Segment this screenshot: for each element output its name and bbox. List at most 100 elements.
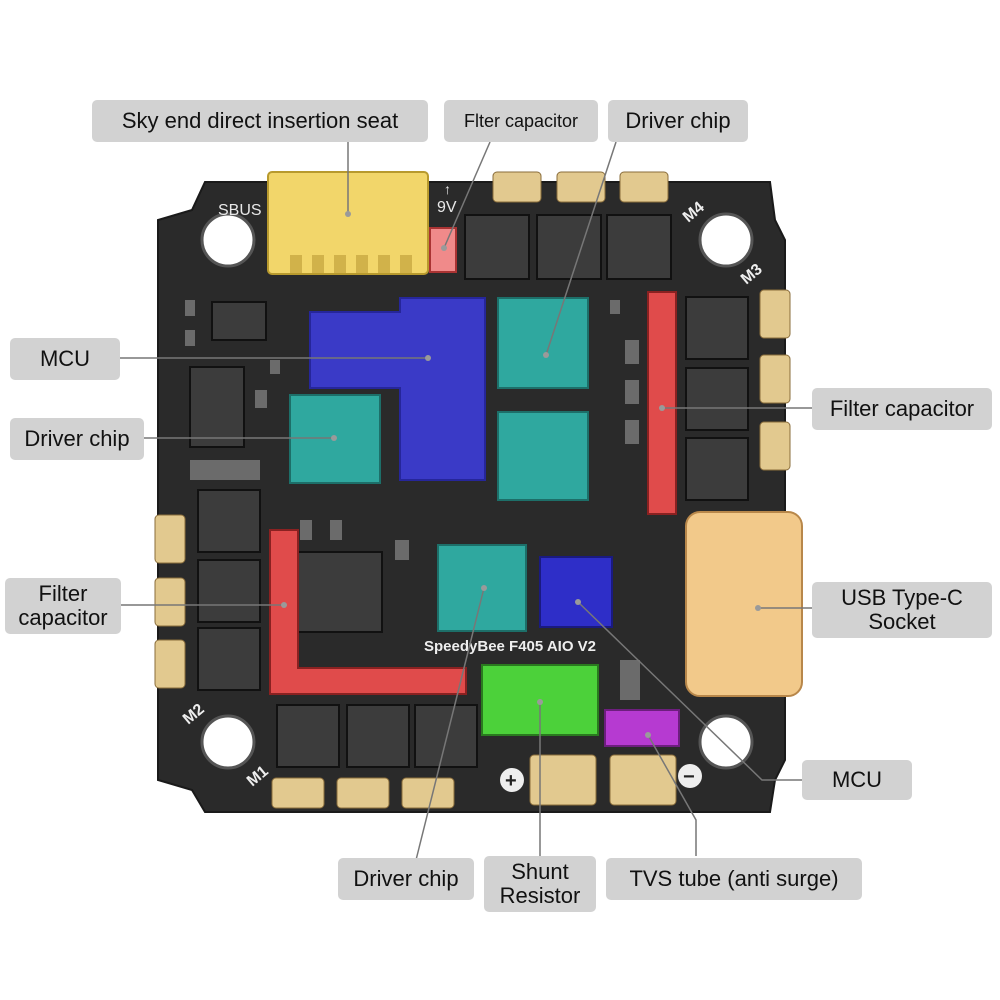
mounting-hole-top-right [698,212,754,268]
smd [620,660,640,700]
chip-black [297,551,383,633]
mosfet [685,296,749,360]
callout-driver-chip-top: Driver chip [608,100,748,142]
mounting-hole-top-left [200,212,256,268]
leader-dot [281,602,287,608]
tvs-tube [604,709,680,747]
leader-mcu-right [577,601,802,781]
leader-dot [543,352,549,358]
leader-tvs [647,734,697,856]
pad-bottom-3 [401,777,455,809]
smd [255,390,267,408]
mosfet [197,489,261,553]
mosfet [197,627,261,691]
pad-top-3 [619,171,669,203]
board-label-9v-arrow: ↑ [444,181,451,197]
callout-mcu-left: MCU [10,338,120,380]
callout-shunt-line1: Shunt [511,859,569,884]
pin [378,255,390,273]
header-pins [290,255,412,273]
leader-driver-bottom [415,587,485,861]
callout-driver-chip-bottom: Driver chip [338,858,474,900]
pad-right-2 [759,354,791,404]
mosfet [536,214,602,280]
leader-dot [481,585,487,591]
leader-dot [441,245,447,251]
leader-dot [331,435,337,441]
mcu-chip-small [539,556,613,628]
pad-bottom-2 [336,777,390,809]
smd [625,420,639,444]
mosfet [464,214,530,280]
callout-filter-capacitor-right: Filter capacitor [812,388,992,430]
mosfet [414,704,478,768]
callout-filter-capacitor-top: Flter capacitor [444,100,598,142]
usb-type-c-socket [685,511,803,697]
mosfet [276,704,340,768]
gold-pads [154,171,791,809]
pad-left-2 [154,577,186,627]
minus-symbol-circle [678,764,702,788]
leader-dot [659,405,665,411]
board-label-plus: + [505,770,517,792]
pad-power-plus [529,754,597,806]
plus-symbol-circle [500,768,524,792]
smd [610,300,620,314]
smd [185,330,195,346]
pad-left-3 [154,639,186,689]
mosfet [685,367,749,431]
pad-right-1 [759,289,791,339]
mounting-hole-bottom-right [698,714,754,770]
callout-shunt-line2: Resistor [499,883,581,908]
smd [300,520,312,540]
filter-capacitor-left-strip [269,529,467,695]
smd [625,380,639,404]
callout-tvs-tube: TVS tube (anti surge) [606,858,862,900]
callout-shunt-resistor: Shunt Resistor [484,856,596,912]
callout-sky-end-insertion-seat: Sky end direct insertion seat [92,100,428,142]
callout-filter-capacitor-left: Filter capacitor [5,578,121,634]
leader-dot [345,211,351,217]
smd [270,360,280,374]
callout-usb-type-c-socket: USB Type-C Socket [812,582,992,638]
callout-usb-line2: Socket [868,609,936,634]
mcu-chip-highlight [309,297,486,481]
board-label-minus: − [683,766,695,788]
pin [356,255,368,273]
driver-chip-top-right [497,297,589,389]
callout-mcu-right: MCU [802,760,912,800]
leader-dot [575,599,581,605]
pad-bottom-1 [271,777,325,809]
smd [190,460,260,480]
leader-dot [645,732,651,738]
pin [312,255,324,273]
callout-filter-capacitor-left-line1: Filter [38,581,88,606]
mosfet [606,214,672,280]
chip-small-black [211,301,267,341]
pad-top-1 [492,171,542,203]
pin [334,255,346,273]
regulator-black [189,366,245,448]
callout-filter-capacitor-left-line2: capacitor [18,605,108,630]
pin [400,255,412,273]
pad-left-1 [154,514,186,564]
callout-driver-chip-left: Driver chip [10,418,144,460]
mosfet [197,559,261,623]
board-label-model: SpeedyBee F405 AIO V2 [424,638,596,655]
board-label-9v: 9V [437,199,457,216]
smd-parts [185,300,640,700]
mounting-hole-bottom-left [200,714,256,770]
leader-dot [537,699,543,705]
mosfet [346,704,410,768]
leader-filter-top [443,141,491,249]
mosfets [189,214,749,768]
board-label-sbus: SBUS [218,202,262,219]
smd [330,520,342,540]
leader-dot [425,355,431,361]
pad-top-2 [556,171,606,203]
smd [395,540,409,560]
smd [625,340,639,364]
leader-dot [755,605,761,611]
leader-endpoints [281,211,761,738]
